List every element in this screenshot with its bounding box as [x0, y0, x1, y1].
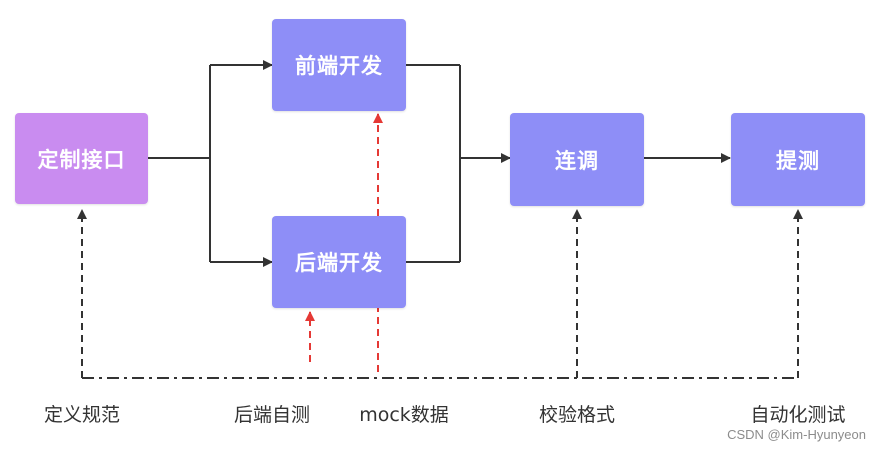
node-integration: 连调 — [510, 113, 644, 206]
node-backend: 后端开发 — [272, 216, 406, 308]
label-validate-format: 校验格式 — [538, 404, 616, 426]
label-backend-self-test: 后端自测 — [233, 404, 311, 426]
label-define-spec: 定义规范 — [43, 404, 121, 426]
label-mock-data: mock数据 — [359, 404, 449, 426]
node-frontend: 前端开发 — [272, 19, 406, 111]
watermark: CSDN @Kim-Hyunyeon — [727, 427, 866, 442]
node-spec: 定制接口 — [15, 113, 148, 204]
label-auto-test: 自动化测试 — [750, 404, 846, 426]
node-testing: 提测 — [731, 113, 865, 206]
